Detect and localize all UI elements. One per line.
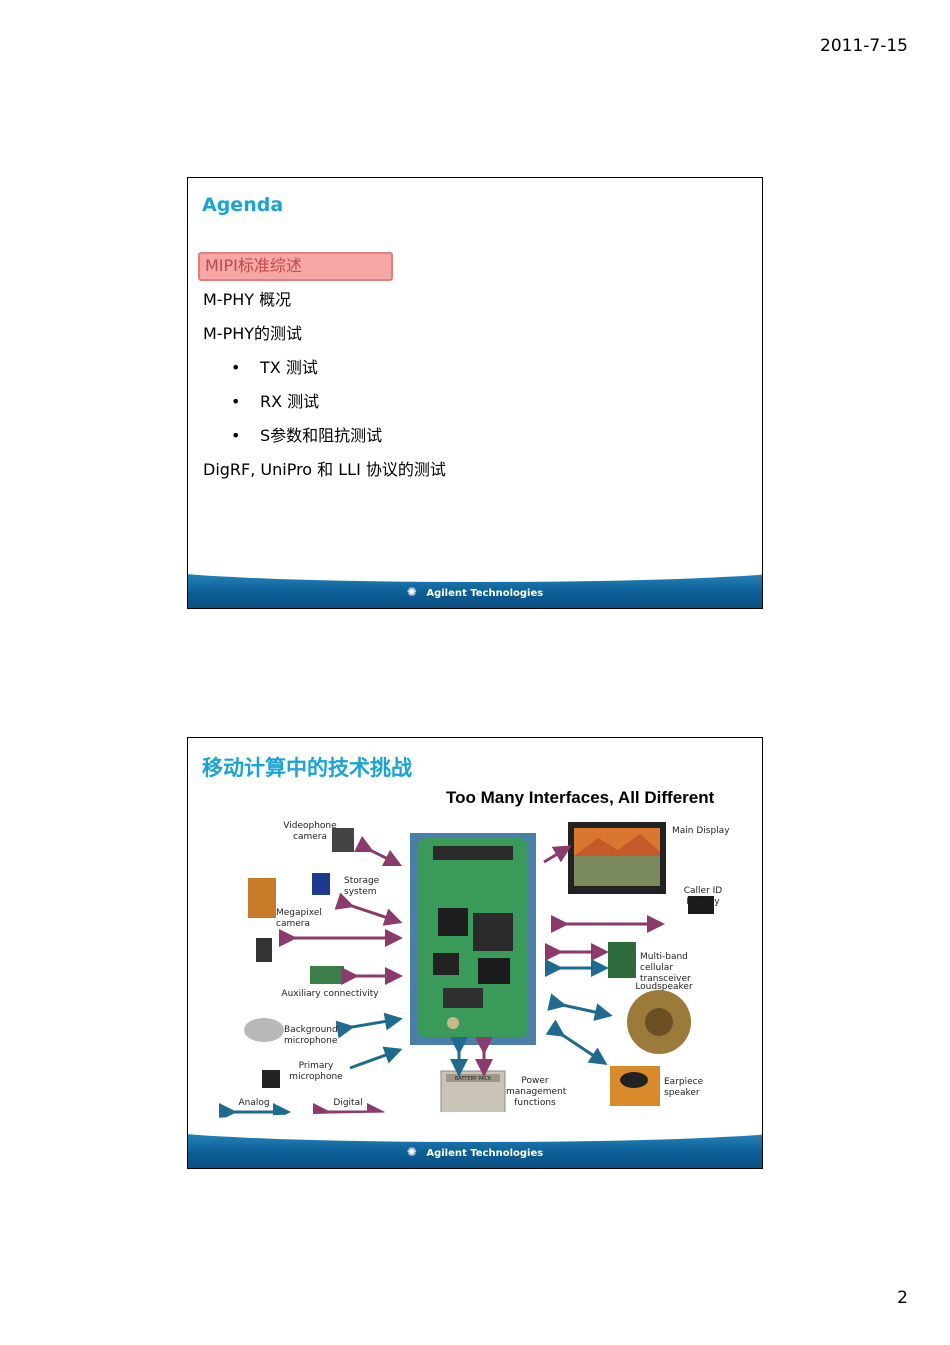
arrow-digital (353, 835, 403, 867)
agenda-subitem: • TX 测试 (203, 358, 446, 392)
label-background-microphone: Background microphone (284, 1025, 338, 1046)
agenda-item: MIPI标准综述 (198, 252, 446, 290)
footer-wave (188, 552, 762, 582)
agenda-list: MIPI标准综述 M-PHY 概况 M-PHY的测试 • TX 测试 • RX … (198, 252, 446, 494)
background-microphone-image (244, 1018, 284, 1042)
aux-connectivity-image (310, 966, 344, 984)
label-multiband-transceiver: Multi-band cellular transceiver (640, 952, 691, 984)
slide-agenda: Agenda MIPI标准综述 M-PHY 概况 M-PHY的测试 • TX 测… (187, 177, 763, 609)
agenda-item-label: DigRF, UniPro 和 LLI 协议的测试 (203, 460, 446, 479)
battery-pack-image: BATTERY PACK (440, 1070, 506, 1114)
label-power-management: Power management functions (506, 1076, 567, 1108)
arrow-analog (545, 1019, 608, 1065)
label-videophone-camera: Videophone camera (283, 821, 337, 842)
storage-card-image (312, 873, 330, 895)
label-megapixel-camera: Megapixel camera (276, 908, 322, 929)
agenda-item-label: RX 测试 (260, 392, 320, 411)
label-main-display: Main Display (672, 826, 730, 836)
bullet-icon: • (231, 426, 241, 445)
label-analog: Analog (238, 1098, 270, 1108)
agenda-item-label: TX 测试 (260, 358, 318, 377)
agilent-logo-text: Agilent Technologies (426, 588, 544, 599)
label-digital: Digital (333, 1098, 363, 1108)
motherboard-image (410, 833, 536, 1045)
label-caller-id-display: Caller ID Display (683, 886, 723, 907)
agenda-subitem: • S参数和阻抗测试 (203, 426, 446, 460)
diagram-title: Too Many Interfaces, All Different (446, 788, 715, 807)
agilent-logo-text: Agilent Technologies (426, 1148, 544, 1159)
label-auxiliary-connectivity: Auxiliary connectivity (281, 989, 379, 999)
agenda-item-label: MIPI标准综述 (198, 252, 393, 281)
battery-label: BATTERY PACK (455, 1076, 492, 1082)
agilent-spark-icon: ✺ (406, 585, 417, 599)
page-number: 2 (897, 1288, 908, 1308)
slide-title: 移动计算中的技术挑战 (202, 756, 412, 780)
bullet-icon: • (231, 392, 241, 411)
arrow-analog (349, 1046, 403, 1070)
agilent-spark-icon: ✺ (406, 1145, 417, 1159)
transceiver-image (608, 942, 636, 978)
agenda-item-label: S参数和阻抗测试 (260, 426, 383, 445)
arrow-digital (543, 845, 572, 864)
slide-footer-band: ✺ Agilent Technologies (188, 1112, 762, 1168)
label-primary-microphone: Primary microphone (289, 1061, 343, 1082)
caller-id-display-image (688, 896, 714, 914)
slide-mobile-challenges: 移动计算中的技术挑战 Too Many Interfaces, All Diff… (187, 737, 763, 1169)
megapixel-camera-image (256, 938, 272, 962)
footer-wave (188, 1112, 762, 1142)
label-loudspeaker: Loudspeaker (635, 982, 693, 992)
agenda-item: DigRF, UniPro 和 LLI 协议的测试 (203, 460, 446, 494)
slide-footer-band: ✺ Agilent Technologies (188, 552, 762, 608)
slide-title: Agenda (202, 194, 284, 216)
videophone-camera-image (332, 828, 354, 852)
agenda-item: M-PHY的测试 (203, 324, 446, 358)
agilent-logo: ✺ Agilent Technologies (188, 585, 762, 599)
agenda-subitem: • RX 测试 (203, 392, 446, 426)
arrow-analog (547, 993, 613, 1021)
primary-microphone-image (262, 1070, 280, 1088)
arrow-analog (335, 1012, 403, 1039)
page-date: 2011-7-15 (820, 36, 908, 56)
label-storage-system: Storage system (344, 876, 380, 897)
label-earpiece-speaker: Earpiece speaker (664, 1077, 704, 1098)
megapixel-camera-flex (248, 878, 276, 918)
agenda-item: M-PHY 概况 (203, 290, 446, 324)
agenda-item-label: M-PHY的测试 (203, 324, 303, 343)
bullet-icon: • (231, 358, 241, 377)
arrow-digital (334, 892, 403, 926)
agilent-logo: ✺ Agilent Technologies (188, 1145, 762, 1159)
interfaces-diagram: BATTERY PACK (219, 822, 714, 1121)
agenda-item-label: M-PHY 概况 (203, 290, 292, 309)
main-display-image (568, 822, 666, 894)
